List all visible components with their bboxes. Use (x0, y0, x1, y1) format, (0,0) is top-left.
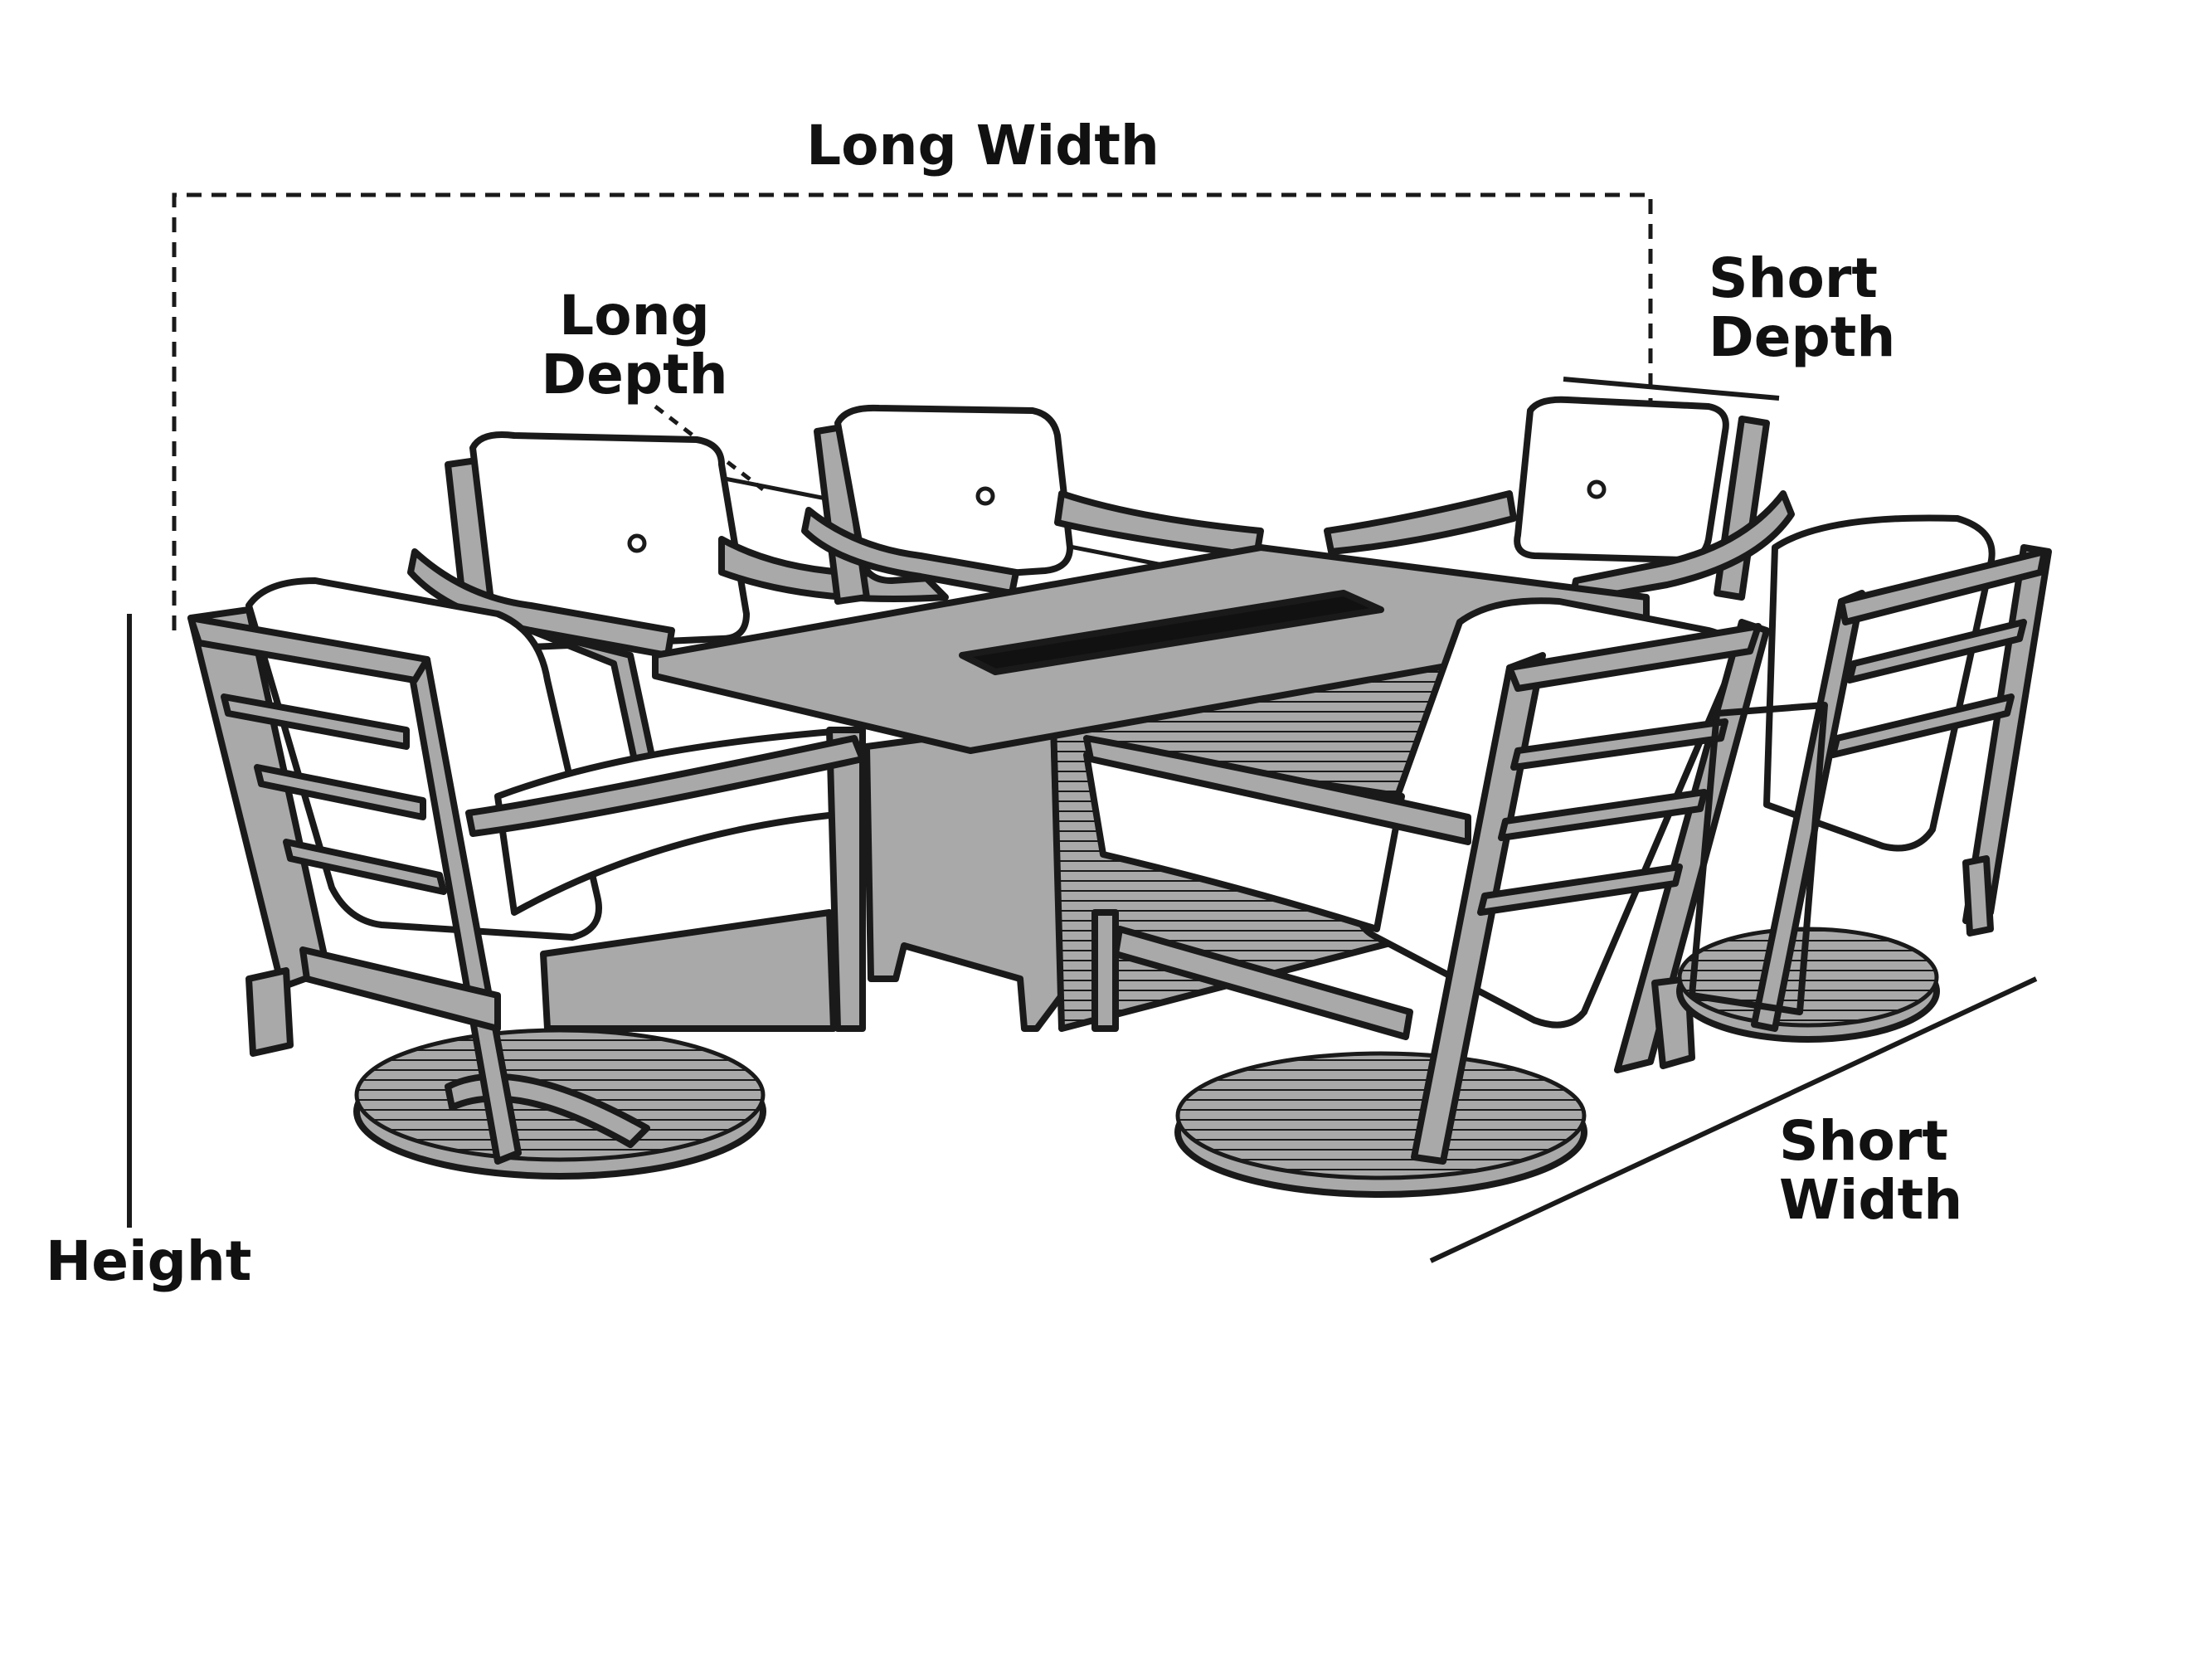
short-width-label: Short Width (1779, 1112, 1962, 1230)
chair-front-left (187, 577, 866, 1180)
long-depth-leader (654, 405, 765, 491)
short-depth-label: Short Depth (1709, 249, 1895, 367)
long-depth-label: Long Depth (523, 286, 746, 405)
chair-right (1676, 514, 2052, 1043)
long-depth-line-1: Long (559, 284, 710, 348)
long-width-text: Long Width (806, 114, 1159, 178)
short-depth-dimension-line (1563, 377, 1780, 401)
height-text: Height (46, 1229, 252, 1293)
short-depth-line-2: Depth (1709, 305, 1896, 370)
long-depth-line-2: Depth (541, 343, 728, 407)
short-width-line-2: Width (1779, 1168, 1963, 1233)
short-width-dimension-line (1429, 976, 2038, 1263)
height-label: Height (46, 1232, 251, 1291)
chair-back-right (1324, 396, 1795, 605)
chair-front-right (1083, 597, 1770, 1198)
long-width-dimension (172, 192, 1653, 630)
short-width-line-1: Short (1779, 1109, 1948, 1173)
long-width-label: Long Width (767, 116, 1198, 175)
short-depth-line-1: Short (1709, 246, 1878, 310)
